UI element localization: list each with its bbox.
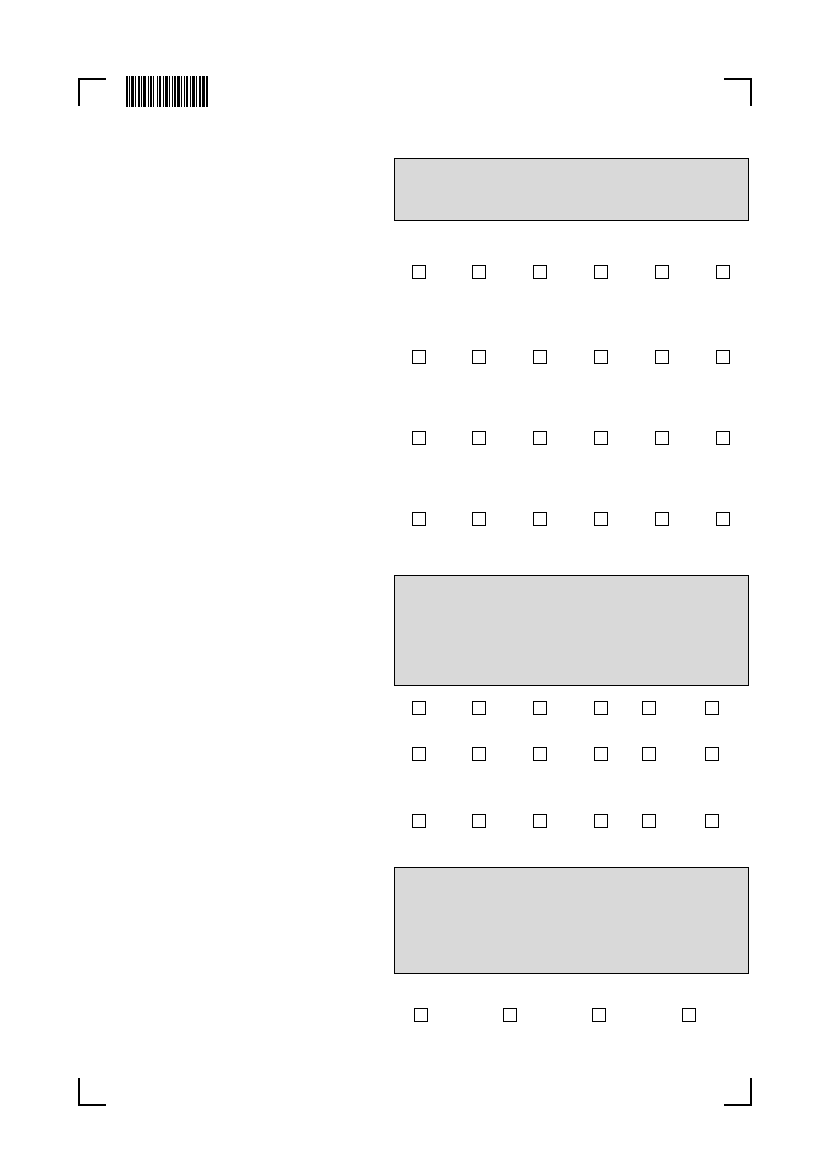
section-2-checkbox-r3-c4[interactable] (594, 814, 608, 828)
barcode-bar (153, 76, 154, 107)
section-2-checkbox-r2-c1[interactable] (412, 747, 426, 761)
barcode-bar (169, 76, 170, 107)
barcode-bar (174, 76, 176, 107)
section-2-checkbox-r1-c3[interactable] (533, 701, 547, 715)
barcode-bar (172, 76, 173, 107)
registration-mark-top-left (78, 78, 106, 106)
section-1-checkbox-r3-c6[interactable] (716, 431, 730, 445)
section-2-checkbox-r1-c2[interactable] (472, 701, 486, 715)
section-2-checkbox-r2-c4[interactable] (594, 747, 608, 761)
barcode-bar (138, 76, 140, 107)
section-1-checkbox-r1-c5[interactable] (655, 265, 669, 279)
barcode-bar (192, 76, 195, 107)
section-1-checkbox-r1-c3[interactable] (533, 265, 547, 279)
section-2-checkbox-r3-c1[interactable] (412, 814, 426, 828)
section-2-checkbox-r3-c5[interactable] (642, 814, 656, 828)
section-1-checkbox-r2-c4[interactable] (594, 350, 608, 364)
section-1-checkbox-r1-c4[interactable] (594, 265, 608, 279)
section-1-checkbox-r4-c4[interactable] (594, 512, 608, 526)
section-2-checkbox-r2-c2[interactable] (472, 747, 486, 761)
barcode-bar (202, 76, 205, 107)
section-1-checkbox-r3-c2[interactable] (472, 431, 486, 445)
barcode-bar (181, 76, 182, 107)
barcode (126, 76, 208, 107)
section-1-checkbox-r4-c1[interactable] (412, 512, 426, 526)
section-3-checkbox-r1-c4[interactable] (682, 1008, 696, 1022)
barcode-bar (131, 76, 134, 107)
section-3-checkbox-r1-c1[interactable] (414, 1008, 428, 1022)
section-2-checkbox-r3-c3[interactable] (533, 814, 547, 828)
section-1-checkbox-r4-c6[interactable] (716, 512, 730, 526)
section-2-checkbox-r2-c3[interactable] (533, 747, 547, 761)
barcode-bar (165, 76, 168, 107)
section-1-checkbox-r2-c5[interactable] (655, 350, 669, 364)
barcode-bar (184, 76, 185, 107)
section-2-checkbox-r1-c4[interactable] (594, 701, 608, 715)
barcode-bar (190, 76, 191, 107)
section-1-checkbox-r2-c2[interactable] (472, 350, 486, 364)
barcode-bar (199, 76, 201, 107)
section-3-header-panel (394, 867, 749, 974)
section-2-header-panel (394, 575, 749, 686)
barcode-bar (141, 76, 142, 107)
registration-mark-top-right (724, 78, 752, 106)
barcode-bar (150, 76, 152, 107)
section-1-checkbox-r4-c2[interactable] (472, 512, 486, 526)
registration-mark-bottom-left (78, 1078, 106, 1106)
section-1-header-panel (394, 158, 749, 221)
barcode-bar (143, 76, 146, 107)
section-2-checkbox-r3-c2[interactable] (472, 814, 486, 828)
barcode-bar (196, 76, 197, 107)
section-2-checkbox-r1-c5[interactable] (642, 701, 656, 715)
section-1-checkbox-r2-c1[interactable] (412, 350, 426, 364)
section-3-checkbox-r1-c2[interactable] (503, 1008, 517, 1022)
barcode-bar (135, 76, 136, 107)
section-2-checkbox-r1-c6[interactable] (705, 701, 719, 715)
barcode-bar (177, 76, 180, 107)
section-3-checkbox-r1-c3[interactable] (592, 1008, 606, 1022)
section-1-checkbox-r1-c6[interactable] (716, 265, 730, 279)
section-1-checkbox-r4-c5[interactable] (655, 512, 669, 526)
registration-mark-bottom-right (724, 1078, 752, 1106)
section-2-checkbox-r2-c5[interactable] (642, 747, 656, 761)
barcode-bar (206, 76, 208, 107)
barcode-bar (157, 76, 158, 107)
section-1-checkbox-r3-c3[interactable] (533, 431, 547, 445)
section-1-checkbox-r3-c1[interactable] (412, 431, 426, 445)
section-1-checkbox-r4-c3[interactable] (533, 512, 547, 526)
section-1-checkbox-r1-c2[interactable] (472, 265, 486, 279)
section-2-checkbox-r3-c6[interactable] (705, 814, 719, 828)
barcode-bar (186, 76, 188, 107)
section-1-checkbox-r2-c6[interactable] (716, 350, 730, 364)
barcode-bar (163, 76, 164, 107)
section-2-checkbox-r2-c6[interactable] (705, 747, 719, 761)
section-1-checkbox-r1-c1[interactable] (412, 265, 426, 279)
section-1-checkbox-r2-c3[interactable] (533, 350, 547, 364)
section-1-checkbox-r3-c4[interactable] (594, 431, 608, 445)
barcode-bar (126, 76, 128, 107)
section-1-checkbox-r3-c5[interactable] (655, 431, 669, 445)
section-2-checkbox-r1-c1[interactable] (412, 701, 426, 715)
barcode-bar (148, 76, 149, 107)
barcode-bar (129, 76, 130, 107)
barcode-bar (159, 76, 161, 107)
